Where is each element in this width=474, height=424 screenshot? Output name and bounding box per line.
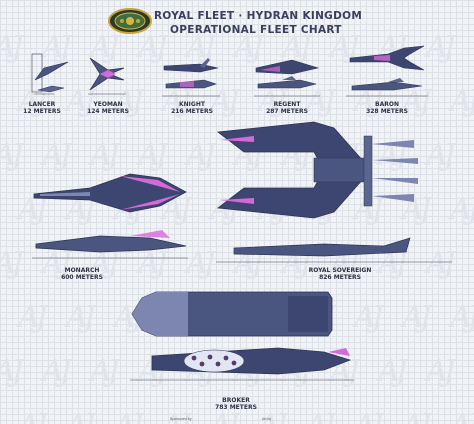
- lancer-ship-diagram: [31, 53, 69, 95]
- watermark-glyph: AJ: [0, 30, 24, 65]
- watermark-glyph: AJ: [402, 300, 432, 335]
- watermark-glyph: AJ: [402, 408, 432, 424]
- watermark-glyph: AJ: [162, 408, 192, 424]
- watermark-glyph: AJ: [90, 354, 120, 389]
- watermark-glyph: AJ: [114, 408, 144, 424]
- regent-ship-diagram: [254, 59, 320, 97]
- watermark-glyph: AJ: [354, 408, 384, 424]
- watermark-glyph: AJ: [450, 84, 474, 119]
- watermark-glyph: AJ: [450, 300, 474, 335]
- footer-sponsor: Sponsored by: [170, 417, 192, 421]
- broker-ship-diagram: [130, 291, 354, 381]
- watermark-glyph: AJ: [42, 354, 72, 389]
- watermark-glyph: AJ: [354, 300, 384, 335]
- yeoman-ship-diagram: [88, 57, 126, 95]
- monarch-ship-diagram: [32, 173, 188, 259]
- watermark-glyph: AJ: [18, 408, 48, 424]
- chart-title-line1: ROYAL FLEET · HYDRAN KINGDOM: [154, 10, 363, 22]
- watermark-glyph: AJ: [0, 246, 24, 281]
- watermark-glyph: AJ: [0, 138, 24, 173]
- watermark-glyph: AJ: [0, 354, 24, 389]
- chart-title-line2: OPERATIONAL FLEET CHART: [170, 24, 342, 36]
- watermark-glyph: AJ: [66, 300, 96, 335]
- watermark-glyph: AJ: [306, 408, 336, 424]
- watermark-glyph: AJ: [66, 408, 96, 424]
- footer-artist: Art by: [262, 417, 272, 421]
- royal-sovereign-ship-diagram: [216, 121, 452, 263]
- hydran-emblem: [108, 8, 152, 34]
- watermark-glyph: AJ: [378, 354, 408, 389]
- watermark-glyph: AJ: [426, 354, 456, 389]
- baron-ship-diagram: [346, 45, 428, 97]
- watermark-glyph: AJ: [450, 408, 474, 424]
- watermark-glyph: AJ: [18, 300, 48, 335]
- knight-ship-diagram: [162, 58, 220, 97]
